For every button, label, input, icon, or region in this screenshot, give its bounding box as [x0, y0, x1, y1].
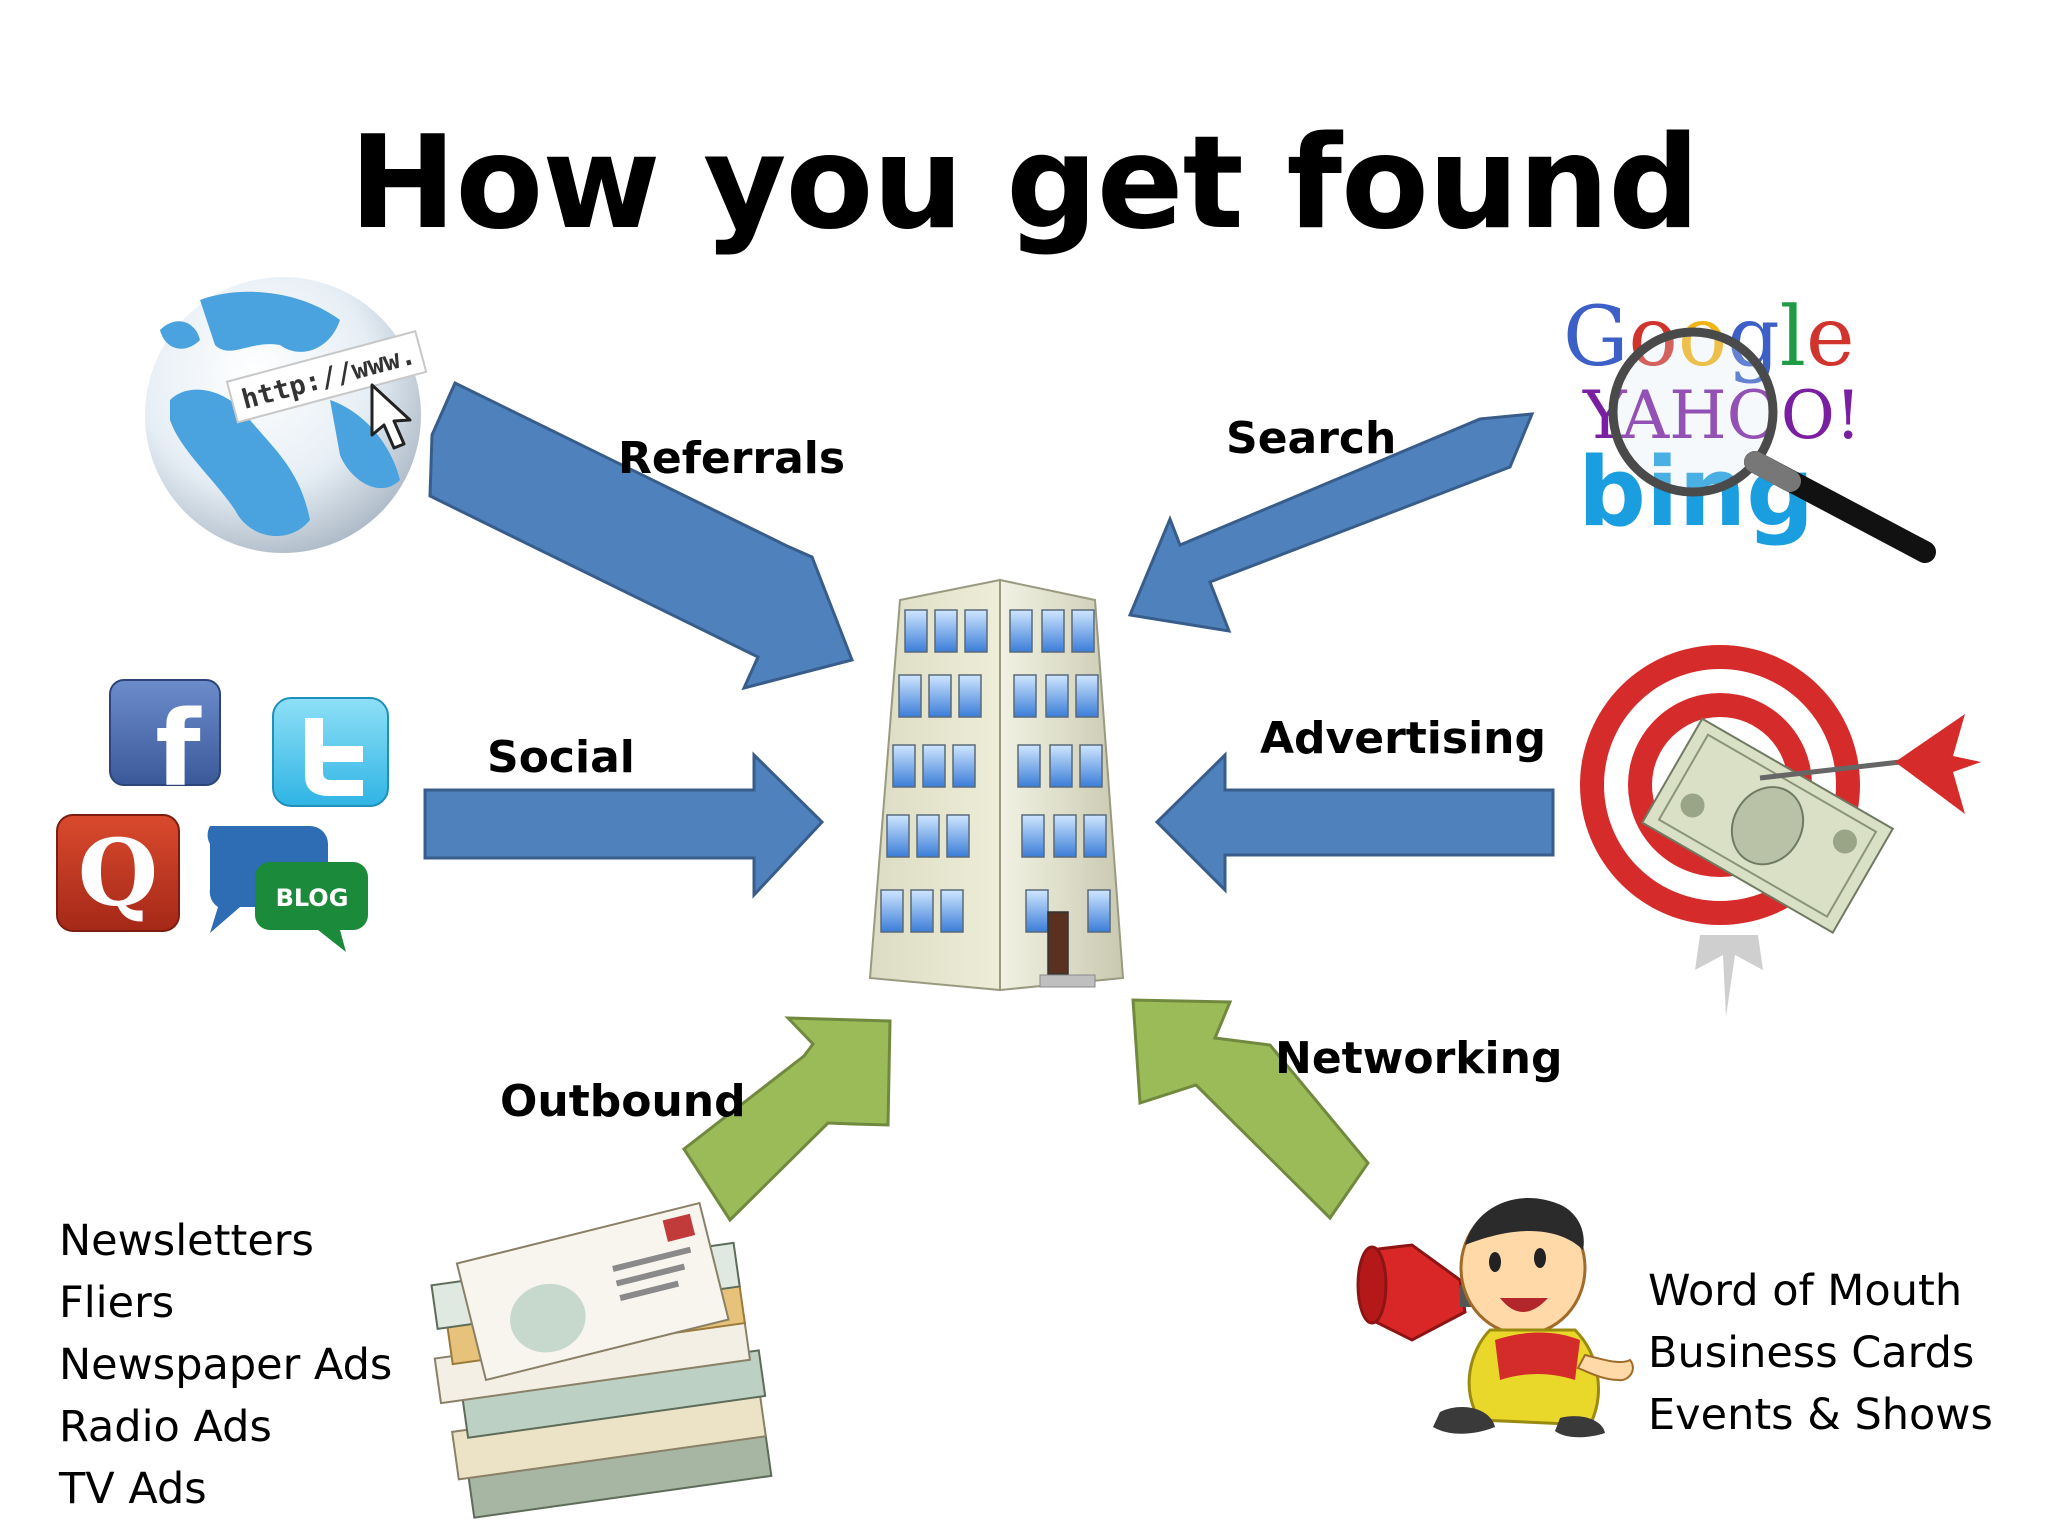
building-window — [916, 814, 940, 858]
networking-label: Networking — [1275, 1033, 1563, 1084]
building-window — [1083, 814, 1107, 858]
building-window — [892, 744, 916, 788]
building-window — [904, 609, 928, 653]
outbound-label: Outbound — [500, 1076, 746, 1127]
building-window — [1075, 674, 1099, 718]
building-window — [958, 674, 982, 718]
advertising-arrow — [1154, 751, 1555, 894]
svg-text:Q: Q — [78, 819, 158, 927]
building-window — [1017, 744, 1041, 788]
building-window — [1025, 889, 1049, 933]
outbound-list: Newsletters Fliers Newspaper Ads Radio A… — [59, 1210, 392, 1520]
building-window — [922, 744, 946, 788]
list-item: Newspaper Ads — [59, 1340, 393, 1390]
building-window — [1049, 744, 1073, 788]
building-window — [1013, 674, 1037, 718]
list-item: Radio Ads — [59, 1402, 272, 1452]
building-window — [940, 889, 964, 933]
list-item: Newsletters — [59, 1216, 314, 1266]
building-window — [934, 609, 958, 653]
search-label: Search — [1226, 413, 1397, 464]
referrals-arrow — [428, 380, 855, 691]
outbound-arrow — [681, 1016, 892, 1223]
building-window — [1053, 814, 1077, 858]
building-window — [1041, 609, 1065, 653]
social-label: Social — [487, 732, 635, 783]
building-window — [1071, 609, 1095, 653]
building-window — [910, 889, 934, 933]
list-item: Fliers — [59, 1278, 175, 1328]
building-window — [886, 814, 910, 858]
building-window — [952, 744, 976, 788]
svg-text:f: f — [155, 688, 202, 810]
list-item: Word of Mouth — [1648, 1266, 1963, 1316]
twitter-icon — [272, 697, 389, 807]
facebook-icon: f — [109, 679, 221, 810]
slide-title: How you get found — [349, 109, 1700, 258]
social-arrow — [423, 751, 825, 899]
yahoo-logo-text: YAHOO! — [1582, 377, 1861, 454]
list-item: Business Cards — [1648, 1328, 1975, 1378]
referrals-label: Referrals — [618, 433, 846, 484]
svg-text:BLOG: BLOG — [276, 884, 349, 912]
search-arrow — [1127, 412, 1535, 633]
building-window — [898, 674, 922, 718]
money-bill-icon — [1640, 717, 1895, 934]
building-window — [1079, 744, 1103, 788]
magnifier-icon — [1608, 327, 1778, 497]
building-window — [964, 609, 988, 653]
networking-list: Word of Mouth Business Cards Events & Sh… — [1648, 1260, 1993, 1446]
building-window — [1021, 814, 1045, 858]
building-window — [1045, 674, 1069, 718]
building-window — [1087, 889, 1111, 933]
advertising-label: Advertising — [1260, 713, 1546, 764]
list-item: Events & Shows — [1648, 1390, 1993, 1440]
list-item: TV Ads — [59, 1464, 207, 1514]
blog-icon: BLOG — [207, 826, 368, 952]
quora-icon: Q — [56, 814, 180, 932]
networking-arrow — [1131, 998, 1370, 1221]
building-window — [1009, 609, 1033, 653]
building-window — [880, 889, 904, 933]
building-window — [946, 814, 970, 858]
building-window — [928, 674, 952, 718]
